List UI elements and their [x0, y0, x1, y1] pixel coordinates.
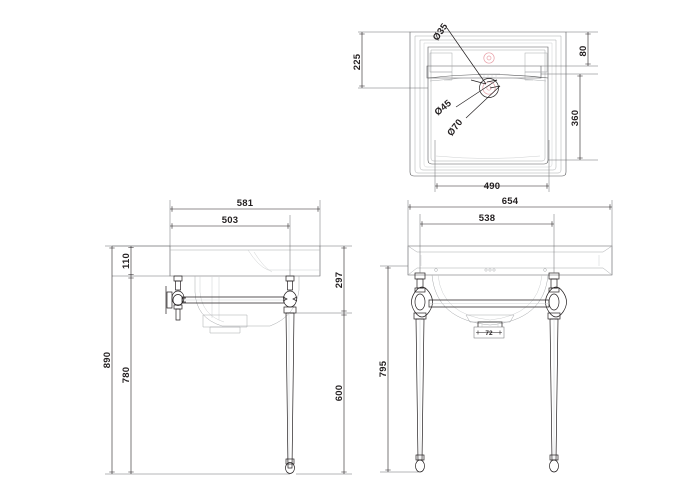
front-bowl-profile: [431, 274, 549, 326]
front-dim-72: 72: [473, 326, 505, 339]
front-dim-795-label: 795: [378, 360, 389, 377]
front-dim-72-label: 72: [485, 330, 493, 337]
side-dim-600-label: 600: [334, 385, 345, 401]
side-dim-600: 600: [296, 313, 352, 475]
side-dim-297: 297: [296, 245, 352, 314]
side-elevation-view: 581 503 110 890 780: [102, 198, 352, 475]
side-leg-front: [282, 275, 298, 474]
overflow-slot: [478, 73, 500, 77]
side-dim-581-label: 581: [237, 198, 254, 209]
front-dim-538-label: 538: [479, 213, 495, 224]
front-elevation-view: 72: [378, 196, 613, 473]
side-waste-trap: [202, 314, 248, 334]
tap-hole-circle: [483, 52, 495, 64]
side-cross-rail: [181, 296, 285, 304]
side-dim-890: 890: [102, 245, 290, 475]
front-dim-538: 538: [419, 213, 555, 273]
side-leg-rear: [171, 275, 185, 321]
top-dim-80: 80: [541, 31, 598, 67]
top-dim-490-label: 490: [484, 181, 500, 192]
top-dim-360-label: 360: [570, 110, 581, 126]
front-dim-654: 654: [407, 196, 613, 246]
side-dim-780-label: 780: [121, 367, 132, 383]
side-dim-890-label: 890: [102, 352, 113, 368]
side-dim-503-label: 503: [222, 215, 238, 226]
top-dim-360: 360: [541, 73, 598, 161]
top-dim-80-label: 80: [578, 46, 589, 57]
side-dim-503: 503: [170, 215, 291, 276]
side-dim-297-label: 297: [334, 272, 345, 288]
front-leg-right: [545, 272, 567, 473]
front-deck-holes: [434, 268, 547, 272]
front-dim-654-label: 654: [502, 196, 519, 207]
front-cross-rail: [428, 299, 550, 308]
front-leg-left: [411, 272, 433, 473]
side-dim-110-label: 110: [121, 253, 132, 269]
side-dim-780: 780: [121, 276, 134, 474]
top-dim-490: 490: [434, 140, 550, 192]
top-view-bowl-lip: [427, 74, 549, 159]
top-view-tap-deck: [426, 52, 548, 81]
side-dim-581: 581: [169, 198, 321, 246]
top-dim-225: 225: [352, 31, 428, 89]
dia-45-leader: [455, 79, 498, 108]
side-counter-slab: [169, 245, 321, 277]
dia-35-leader: [446, 27, 487, 85]
top-view-bowl-outline: [427, 46, 549, 165]
dia-70-leader: [465, 85, 501, 119]
top-dim-225-label: 225: [352, 53, 363, 70]
front-dim-795: 795: [378, 265, 420, 473]
front-counter-slab: [407, 245, 613, 276]
